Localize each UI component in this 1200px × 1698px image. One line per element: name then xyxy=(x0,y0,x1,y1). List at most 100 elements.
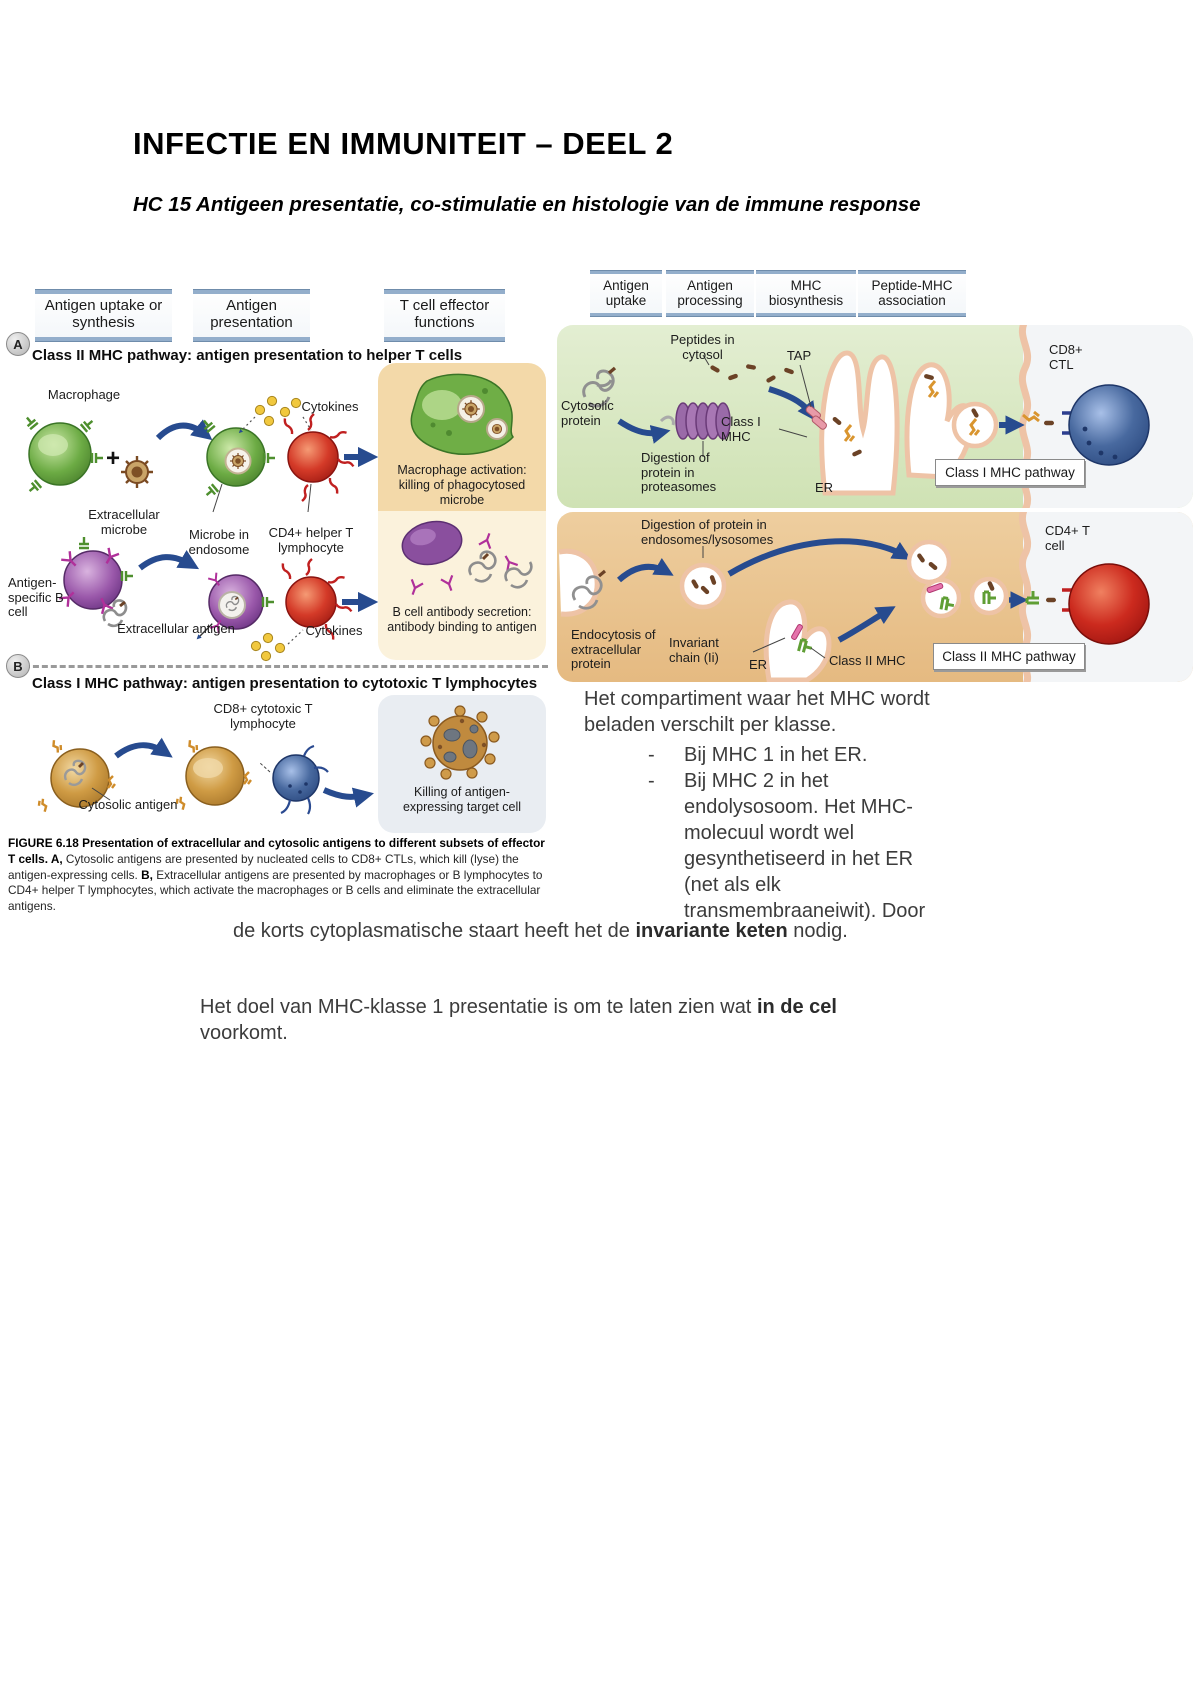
continuation-pre: de korts cytoplasmatische staart heeft h… xyxy=(233,920,636,942)
label-digestion-proteasomes: Digestion of protein in proteasomes xyxy=(641,450,717,495)
er-icon xyxy=(819,350,974,496)
label-er-bottom: ER xyxy=(748,657,768,672)
macrophage-cell xyxy=(21,413,105,497)
bullet-marker-2: - xyxy=(648,770,655,792)
goal-bold: in de cel xyxy=(756,996,837,1018)
antigen-specific-bcell xyxy=(58,535,135,615)
caption-a-text: Cytosolic antigens are presented by nucl… xyxy=(8,851,519,882)
column-header-antigen-presentation: Antigen presentation xyxy=(193,290,310,341)
label-class2-mhc: Class II MHC xyxy=(829,653,906,668)
label-invariant-chain: Invariant chain (Ii) xyxy=(669,635,719,665)
arrow-d1 xyxy=(617,557,674,583)
section-divider xyxy=(24,665,548,668)
transport-vesicle-1 xyxy=(951,401,999,449)
goal-post: voorkomt. xyxy=(200,1022,288,1044)
label-cytokines-top: Cytokines xyxy=(301,399,359,414)
page-title: INFECTIE EN IMMUNITEIT – DEEL 2 xyxy=(133,126,674,161)
note-goal: Het doel van MHC-klasse 1 presentatie is… xyxy=(200,994,900,1046)
label-bcell-secretion: B cell antibody secretion: antibody bind… xyxy=(387,605,537,634)
column-header-antigen-processing: Antigen processing xyxy=(666,271,754,317)
killing-target-box: Killing of antigen-expressing target cel… xyxy=(378,695,546,833)
panel-a-title: Class II MHC pathway: antigen presentati… xyxy=(32,347,463,364)
column-header-tcell-effector: T cell effector functions xyxy=(384,290,505,341)
label-endocytosis: Endocytosis of extracellular protein xyxy=(571,627,656,672)
activated-macrophage-icon xyxy=(410,373,514,455)
nucleated-cell-1 xyxy=(35,737,117,814)
class1-pathway-drawing xyxy=(35,737,374,815)
cytokines-bottom-cluster xyxy=(250,629,304,662)
arrow-b2 xyxy=(322,787,374,808)
continuation-bold: invariante keten xyxy=(635,920,788,942)
endocytosis-pocket xyxy=(558,548,607,617)
cd8-ctl-cell-right xyxy=(1068,384,1150,466)
label-digestion-endosomes: Digestion of protein in endosomes/lysoso… xyxy=(641,517,774,547)
dying-target-cell-icon xyxy=(420,705,500,780)
label-extracellular-antigen: Extracellular antigen xyxy=(117,621,235,636)
label-microbe-in-endosome: Microbe in endosome xyxy=(188,527,250,557)
cd4-tcell-right xyxy=(1068,563,1150,645)
arrow-c1 xyxy=(617,418,671,444)
caption-a-marker: A, xyxy=(50,851,63,866)
bullet-mhc1: Bij MHC 1 in het ER. xyxy=(684,744,868,766)
peptides-cytosol-icons xyxy=(702,354,795,384)
note-paragraph-compartiment: Het compartiment waar het MHC wordt bela… xyxy=(584,688,930,736)
arrow-uptake xyxy=(155,419,213,441)
antibody-secretion-icon xyxy=(401,520,533,595)
class1-mhc-pointer xyxy=(778,428,808,438)
class2-pathway-drawing: + xyxy=(21,395,379,662)
cytosolic-protein-icon xyxy=(582,366,617,408)
label-cd8-cytotoxic: CD8+ cytotoxic T lymphocyte xyxy=(213,701,313,731)
bcell-with-endosome xyxy=(196,571,276,640)
class2-biosynthesis-panel: Digestion of protein in endosomes/lysoso… xyxy=(557,512,1193,682)
figure-caption: FIGURE 6.18 Presentation of extracellula… xyxy=(8,836,550,915)
transport-vesicle-2 xyxy=(969,576,1009,616)
column-header-antigen-uptake-synthesis: Antigen uptake or synthesis xyxy=(35,290,172,341)
cytokines-top-cluster xyxy=(238,395,312,434)
arrow-bcell-uptake xyxy=(138,550,200,571)
label-cytosolic-protein: Cytosolic protein xyxy=(561,398,614,428)
label-cd4-tcell: CD4+ T cell xyxy=(1045,523,1090,553)
page-subtitle: HC 15 Antigeen presentatie, co-stimulati… xyxy=(133,193,921,216)
panel-b-badge: B xyxy=(6,654,30,678)
cd8-ctl-cell xyxy=(259,744,329,815)
note-continuation: de korts cytoplasmatische staart heeft h… xyxy=(233,918,993,944)
macrophage-with-endosome xyxy=(198,416,277,513)
arrow-d2 xyxy=(727,538,912,577)
fusion-vesicle-icon xyxy=(906,539,962,619)
column-header-peptide-mhc: Peptide-MHC association xyxy=(858,271,966,317)
label-cd8-ctl: CD8+ CTL xyxy=(1049,342,1083,372)
caption-b-marker: B, xyxy=(141,867,153,882)
label-cd4-helper: CD4+ helper T lymphocyte xyxy=(268,525,354,555)
class2-pathway-illustration: + xyxy=(8,362,379,662)
endosome-icon xyxy=(679,546,727,610)
bcell-secretion-box: B cell antibody secretion: antibody bind… xyxy=(378,511,546,660)
caption-b-text: Extracellular antigens are presented by … xyxy=(8,867,543,914)
label-class1-mhc: Class I MHC xyxy=(721,414,761,444)
class1-biosynthesis-panel: Peptides in cytosol TAP Cytosolic protei… xyxy=(557,325,1193,508)
macrophage-activation-box: Macrophage activation: killing of phagoc… xyxy=(378,363,546,511)
column-header-antigen-uptake: Antigen uptake xyxy=(590,271,662,317)
cd4-helper-tcell-2 xyxy=(277,557,354,641)
label-cytokines-bottom: Cytokines xyxy=(305,623,363,638)
nucleated-cell-2 xyxy=(173,737,253,812)
goal-pre: Het doel van MHC-klasse 1 presentatie is… xyxy=(200,996,757,1018)
label-tap: TAP xyxy=(786,348,812,363)
effector-results-panel: Macrophage activation: killing of phagoc… xyxy=(378,363,546,660)
arrow-c2 xyxy=(768,386,817,422)
tap-transporter-icon xyxy=(799,364,827,430)
arrow-d3 xyxy=(837,606,896,643)
bullet-mhc2: Bij MHC 2 in het endolysosoom. Het MHC-m… xyxy=(684,770,926,922)
arrow-b1 xyxy=(114,737,173,759)
microbe-icon xyxy=(119,454,155,490)
label-macrophage-activation: Macrophage activation: killing of phagoc… xyxy=(397,463,527,507)
proteasome-icon xyxy=(659,402,731,457)
label-er-top: ER xyxy=(814,480,834,495)
continuation-post: nodig. xyxy=(787,920,848,942)
label-killing-target: Killing of antigen-expressing target cel… xyxy=(402,785,522,814)
column-header-mhc-biosynthesis: MHC biosynthesis xyxy=(756,271,856,317)
caption-lead: FIGURE 6.18 Presentation of extracellula… xyxy=(8,836,545,866)
panel-b-title: Class I MHC pathway: antigen presentatio… xyxy=(32,675,538,692)
class1-pathway-box: Class I MHC pathway xyxy=(935,459,1085,486)
class1-pathway-illustration: CD8+ cytotoxic T lymphocyte Cytosolic an… xyxy=(8,698,378,834)
er-class2-icon xyxy=(752,599,832,682)
